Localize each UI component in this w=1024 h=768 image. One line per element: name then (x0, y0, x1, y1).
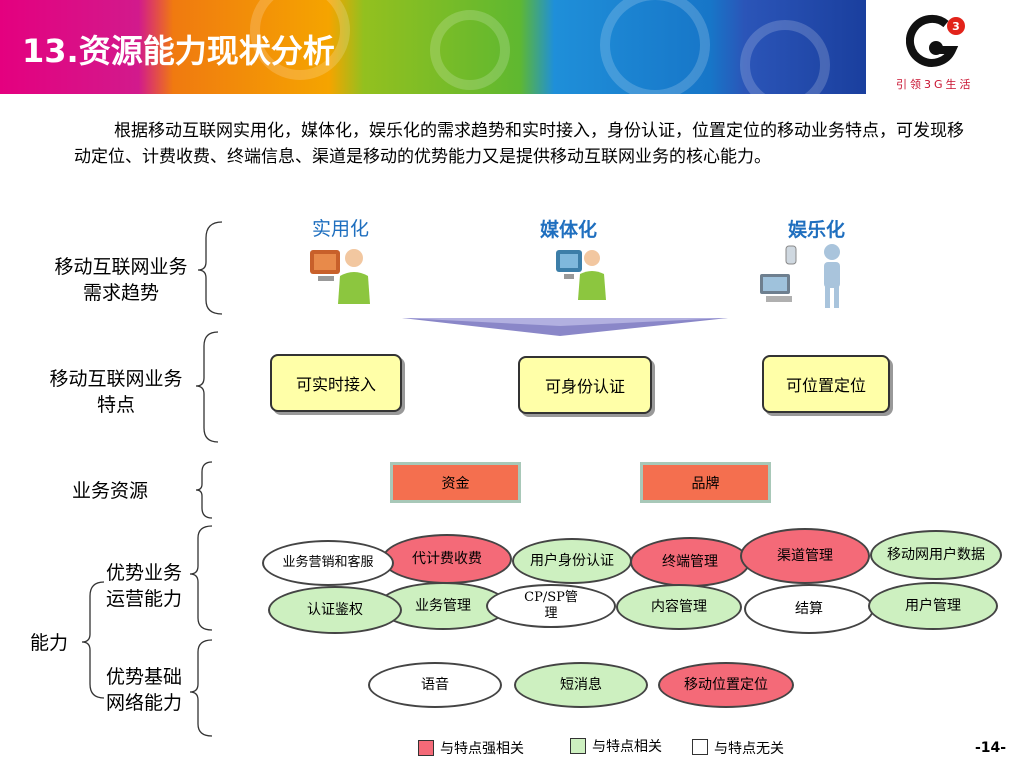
cap-channel-mgmt: 渠道管理 (740, 528, 870, 584)
cap-content-mgmt: 内容管理 (616, 584, 742, 630)
resource-brand: 品牌 (640, 462, 771, 503)
row-label-features: 移动互联网业务特点 (49, 368, 183, 416)
convergence-funnel (402, 318, 728, 336)
intro-paragraph: 根据移动互联网实用化，媒体化，娱乐化的需求趋势和实时接入，身份认证，位置定位的移… (74, 121, 964, 167)
cap-user-data: 移动网用户数据 (870, 530, 1002, 580)
cap-terminal-mgmt: 终端管理 (630, 537, 750, 587)
user-computer-icon (310, 249, 370, 304)
trend-practical: 实用化 (312, 218, 370, 240)
row-label-capability: 能力 (29, 632, 68, 654)
cap-voice: 语音 (368, 662, 502, 708)
cap-user-identity: 用户身份认证 (512, 538, 632, 584)
brace-ops (189, 525, 213, 631)
g3-logo-icon: 3 (906, 14, 965, 67)
header-band (0, 0, 866, 94)
cap-user-mgmt: 用户管理 (868, 582, 998, 630)
trend-entertainment: 娱乐化 (788, 219, 846, 241)
row-label-ops: 优势业务运营能力 (105, 562, 182, 610)
logo-text: 引领3G生活 (896, 78, 974, 91)
brace-network (189, 639, 213, 737)
row-label-resources: 业务资源 (71, 480, 148, 502)
brace-demand (197, 221, 223, 315)
entertainment-user-icon (760, 244, 840, 308)
resource-funds: 资金 (390, 462, 521, 503)
cap-marketing-service: 业务营销和客服 (262, 540, 394, 586)
legend-label-unrelated: 与特点无关 (714, 741, 784, 757)
legend-swatch-unrelated (692, 739, 708, 755)
cap-billing: 代计费收费 (382, 534, 512, 584)
legend-swatch-related (570, 738, 586, 754)
cap-settlement: 结算 (744, 584, 874, 634)
feature-location: 可位置定位 (762, 355, 890, 413)
trend-media: 媒体化 (540, 219, 598, 241)
media-user-icon (556, 250, 606, 300)
feature-realtime-access: 可实时接入 (270, 354, 402, 412)
page-number: -14- (975, 740, 1007, 756)
row-label-network: 优势基础网络能力 (105, 666, 182, 714)
feature-identity-auth: 可身份认证 (518, 356, 652, 414)
svg-text:3: 3 (952, 20, 960, 33)
brace-resources (195, 461, 213, 519)
brace-features (195, 331, 219, 443)
legend-label-related: 与特点相关 (592, 739, 662, 755)
cap-mobile-location: 移动位置定位 (658, 662, 794, 708)
legend-swatch-strong (418, 740, 434, 756)
row-label-demand: 移动互联网业务需求趋势 (54, 256, 188, 304)
cap-sms: 短消息 (514, 662, 648, 708)
cap-auth: 认证鉴权 (268, 586, 402, 634)
cap-cpsp-mgmt: CP/SP管理 (486, 584, 616, 628)
legend-label-strong: 与特点强相关 (440, 741, 524, 757)
brace-capability (81, 581, 105, 699)
page-title: 13.资源能力现状分析 (22, 32, 335, 70)
